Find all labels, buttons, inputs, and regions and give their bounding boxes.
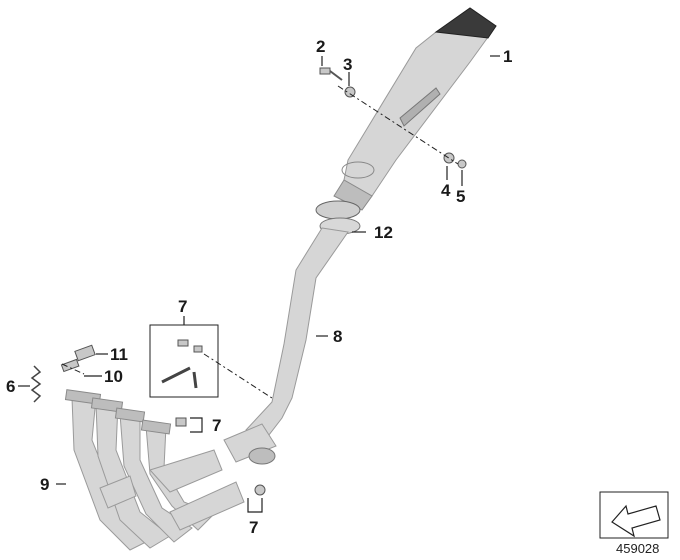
callout-5: 5 xyxy=(456,187,465,206)
spring-clamp-kit xyxy=(161,339,203,389)
reference-number: 459028 xyxy=(616,541,659,556)
callout-6: 6 xyxy=(6,377,15,396)
alignment-line-clamp xyxy=(203,353,273,399)
leader-7-bottom xyxy=(247,498,263,513)
muffler-silencer xyxy=(333,7,497,211)
callout-12: 12 xyxy=(374,223,393,242)
washer-part-3 xyxy=(344,86,356,98)
gasket-part-11 xyxy=(74,344,96,362)
nut-part-5 xyxy=(457,159,467,169)
callout-2: 2 xyxy=(316,37,325,56)
washer-part-4 xyxy=(443,152,455,164)
orientation-arrow-box xyxy=(599,491,669,539)
callout-11: 11 xyxy=(110,345,128,364)
leader-7-mid xyxy=(190,417,203,433)
screw-part-2 xyxy=(319,67,343,81)
detail-box-7 xyxy=(149,324,219,398)
callout-7-top: 7 xyxy=(178,297,187,316)
callout-8: 8 xyxy=(333,327,342,346)
direction-arrow-icon xyxy=(611,504,661,538)
spring-part-6 xyxy=(30,365,42,403)
bracket-mid-7 xyxy=(175,417,187,427)
alignment-line-muffler xyxy=(337,85,459,165)
link-pipe xyxy=(223,227,349,465)
alignment-line-manifold xyxy=(61,363,85,375)
callout-1: 1 xyxy=(503,47,512,66)
callout-7-bottom: 7 xyxy=(249,518,258,537)
callout-3: 3 xyxy=(343,55,352,74)
nut-bottom-7 xyxy=(254,484,266,496)
callout-9: 9 xyxy=(40,475,49,494)
callout-10: 10 xyxy=(104,367,123,386)
exhaust-manifold xyxy=(64,389,245,551)
callout-4: 4 xyxy=(441,181,451,200)
callout-7-mid: 7 xyxy=(212,416,221,435)
